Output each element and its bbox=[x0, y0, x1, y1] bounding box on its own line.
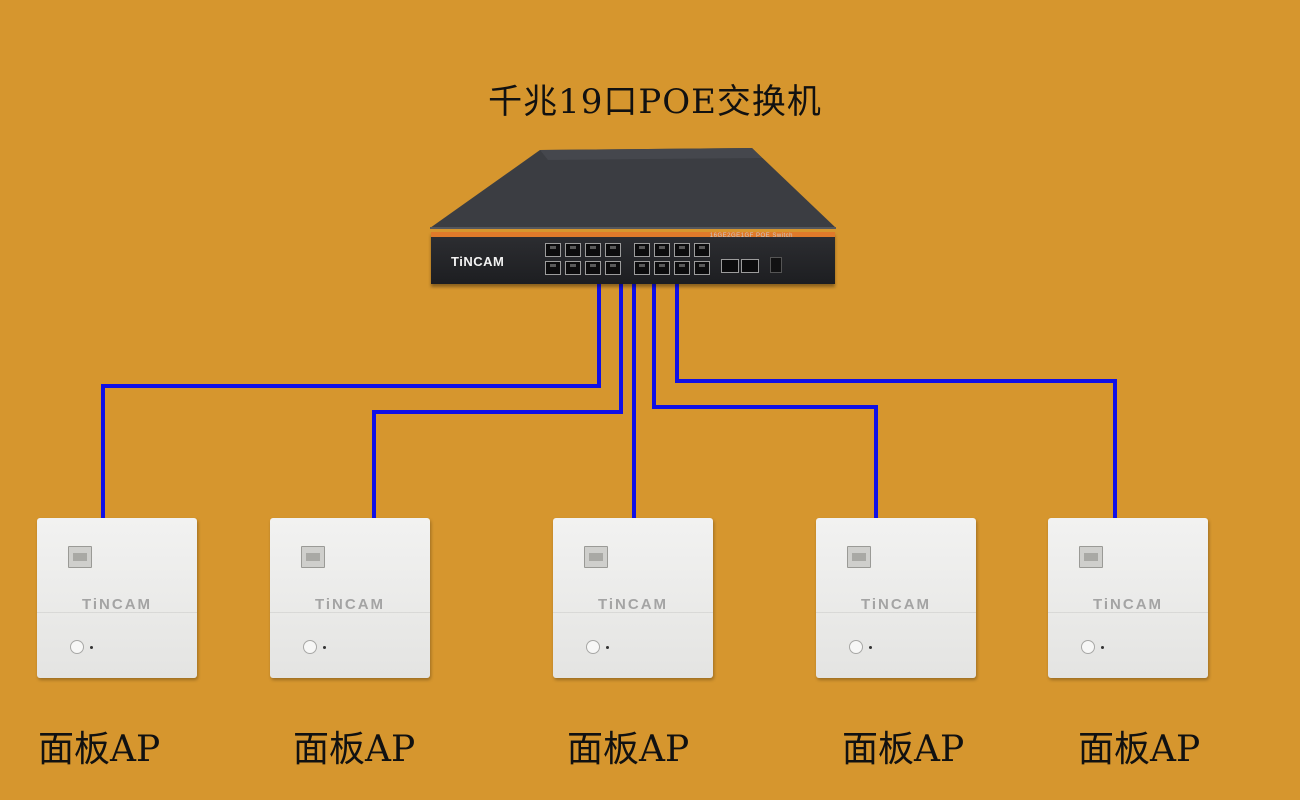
ap-brand-logo: TiNCAM bbox=[1092, 596, 1164, 613]
ap-brand-logo: TiNCAM bbox=[860, 596, 932, 613]
switch-top-cover bbox=[430, 148, 836, 229]
uplink-port-2 bbox=[741, 259, 759, 273]
ethernet-port bbox=[654, 261, 670, 275]
ethernet-port bbox=[545, 243, 561, 257]
sfp-fiber-port bbox=[770, 257, 782, 273]
rj45-jack-icon bbox=[1079, 546, 1103, 568]
ethernet-port bbox=[585, 243, 601, 257]
ethernet-port bbox=[694, 243, 710, 257]
status-led-icon bbox=[869, 646, 872, 649]
switch-front-panel: 16GE2GE1GF POE Switch TiNCAM bbox=[431, 232, 835, 284]
ap-brand-logo: TiNCAM bbox=[81, 596, 153, 613]
ap-label-3: 面板AP bbox=[567, 729, 690, 770]
diagram-title: 千兆19口POE交换机 bbox=[488, 82, 822, 122]
ap-brand-logo: TiNCAM bbox=[314, 596, 386, 613]
ethernet-port bbox=[545, 261, 561, 275]
ethernet-port bbox=[605, 261, 621, 275]
panel-ap-3: TiNCAM bbox=[553, 518, 713, 678]
status-led-icon bbox=[323, 646, 326, 649]
reset-button-icon bbox=[1081, 640, 1095, 654]
reset-button-icon bbox=[586, 640, 600, 654]
ap-seam bbox=[816, 612, 976, 613]
ethernet-port bbox=[694, 261, 710, 275]
ethernet-port bbox=[674, 261, 690, 275]
panel-ap-2: TiNCAM bbox=[270, 518, 430, 678]
ap-seam bbox=[1048, 612, 1208, 613]
ethernet-port bbox=[585, 261, 601, 275]
ap-label-4: 面板AP bbox=[842, 729, 965, 770]
ethernet-port bbox=[654, 243, 670, 257]
status-led-icon bbox=[90, 646, 93, 649]
panel-ap-4: TiNCAM bbox=[816, 518, 976, 678]
ethernet-port bbox=[634, 261, 650, 275]
rj45-jack-icon bbox=[847, 546, 871, 568]
status-led-icon bbox=[606, 646, 609, 649]
uplink-port-1 bbox=[721, 259, 739, 273]
ap-label-5: 面板AP bbox=[1078, 729, 1201, 770]
panel-ap-5: TiNCAM bbox=[1048, 518, 1208, 678]
ethernet-port bbox=[565, 243, 581, 257]
ap-label-2: 面板AP bbox=[293, 729, 416, 770]
reset-button-icon bbox=[303, 640, 317, 654]
poe-switch: 16GE2GE1GF POE Switch TiNCAM bbox=[430, 148, 836, 288]
rj45-jack-icon bbox=[301, 546, 325, 568]
ap-brand-logo: TiNCAM bbox=[597, 596, 669, 613]
rj45-jack-icon bbox=[584, 546, 608, 568]
cable-to-ap-1 bbox=[101, 284, 601, 519]
status-led-icon bbox=[1101, 646, 1104, 649]
switch-model-label: 16GE2GE1GF POE Switch bbox=[709, 233, 793, 239]
panel-ap-1: TiNCAM bbox=[37, 518, 197, 678]
reset-button-icon bbox=[70, 640, 84, 654]
ap-label-1: 面板AP bbox=[38, 729, 161, 770]
ap-seam bbox=[270, 612, 430, 613]
ethernet-port bbox=[565, 261, 581, 275]
switch-brand-logo: TiNCAM bbox=[451, 254, 505, 269]
port-group-2 bbox=[634, 243, 711, 276]
port-group-1 bbox=[545, 243, 622, 276]
ap-seam bbox=[37, 612, 197, 613]
ethernet-port bbox=[605, 243, 621, 257]
reset-button-icon bbox=[849, 640, 863, 654]
ethernet-port bbox=[674, 243, 690, 257]
rj45-jack-icon bbox=[68, 546, 92, 568]
ap-seam bbox=[553, 612, 713, 613]
cable-to-ap-5 bbox=[675, 284, 1117, 519]
cable-to-ap-4 bbox=[652, 284, 878, 519]
ethernet-port bbox=[634, 243, 650, 257]
cable-to-ap-2 bbox=[372, 284, 623, 519]
